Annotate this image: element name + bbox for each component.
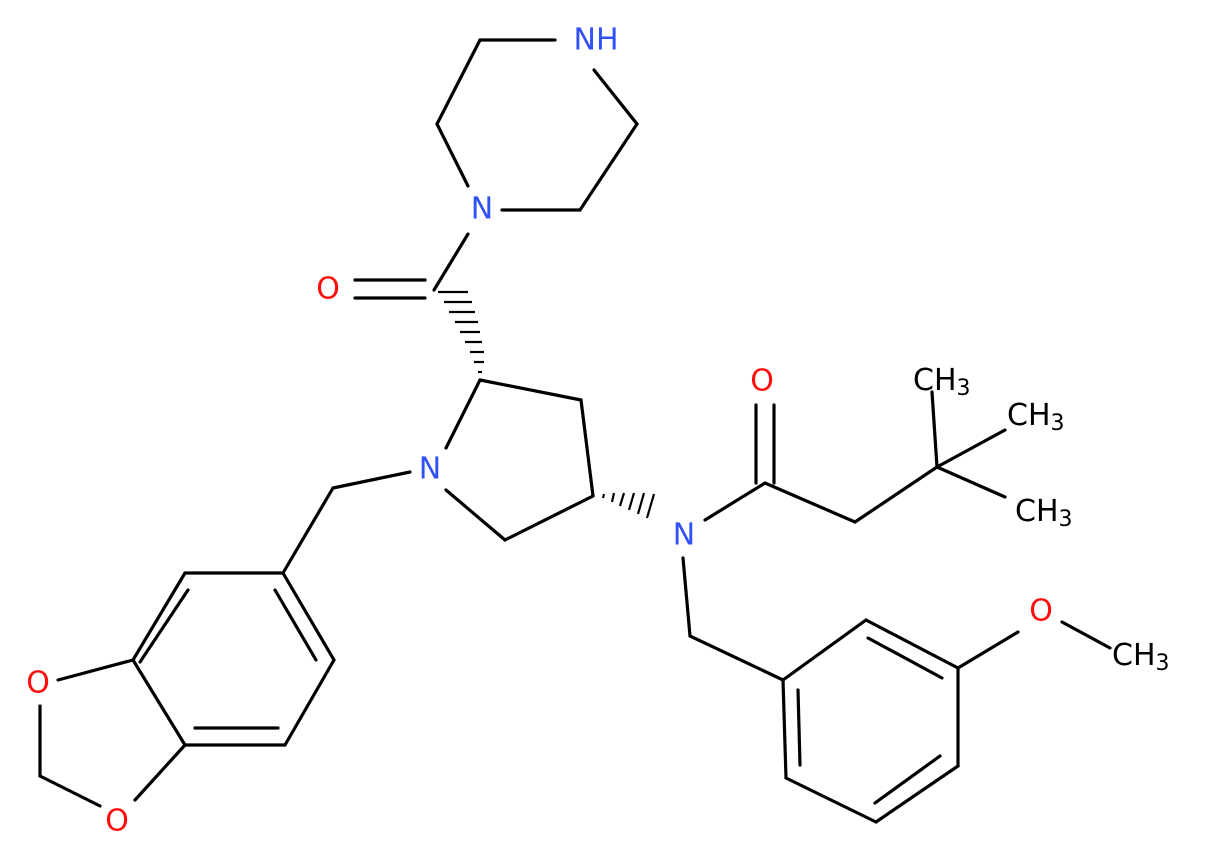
bond	[703, 481, 767, 522]
bond	[281, 486, 335, 575]
dioxole-o-top-label: O	[26, 666, 50, 701]
methyl-label-top: CH3	[913, 363, 971, 402]
bond	[273, 588, 318, 662]
carbonyl-o-label: O	[316, 272, 340, 307]
bond	[444, 378, 482, 450]
bond	[281, 571, 336, 662]
bond	[331, 470, 412, 490]
bond	[131, 658, 187, 747]
bond	[853, 465, 939, 524]
methyl-label-middle: CH3	[1007, 398, 1065, 437]
methoxy-ch3-label: CH3	[1112, 638, 1170, 677]
bond	[956, 630, 1020, 670]
bond	[866, 636, 944, 680]
bond	[478, 378, 583, 402]
methoxy-o-label: O	[1029, 594, 1053, 629]
bond	[781, 678, 788, 780]
bond	[935, 465, 1007, 499]
bond	[763, 481, 857, 524]
piperazine-n-label: N	[471, 192, 493, 227]
pyrrolidine-n-label: N	[419, 452, 441, 487]
bond	[38, 774, 102, 808]
subscript: 3	[957, 376, 971, 401]
subscript: 3	[1059, 507, 1073, 532]
amide-n-label: N	[673, 518, 695, 553]
bond	[688, 634, 785, 682]
nh-label: NH	[574, 23, 619, 58]
bond	[796, 688, 802, 767]
stereo-hash-bonds	[438, 290, 656, 519]
bond	[781, 618, 868, 682]
bond	[131, 571, 187, 662]
dioxole-o-bottom-label: O	[105, 804, 129, 839]
bond	[133, 743, 187, 802]
bond	[503, 494, 595, 542]
bond	[56, 658, 135, 682]
bond	[592, 68, 639, 126]
amide-o-label: O	[750, 364, 774, 399]
bond	[444, 488, 507, 542]
bond	[784, 776, 878, 824]
bond	[432, 232, 470, 292]
bond	[681, 556, 692, 638]
bond	[138, 588, 190, 664]
bond	[283, 658, 336, 747]
methyl-label-bottom: CH3	[1015, 494, 1073, 533]
subscript: 3	[1156, 651, 1170, 676]
bond	[435, 38, 482, 126]
bond	[935, 428, 1007, 469]
bond	[864, 618, 960, 670]
bond	[579, 398, 595, 498]
bond	[1060, 620, 1112, 650]
bond	[873, 754, 942, 805]
bond	[930, 390, 939, 469]
bond	[874, 764, 960, 824]
subscript: 3	[1051, 411, 1065, 436]
bond	[435, 122, 470, 188]
bond	[578, 122, 639, 212]
